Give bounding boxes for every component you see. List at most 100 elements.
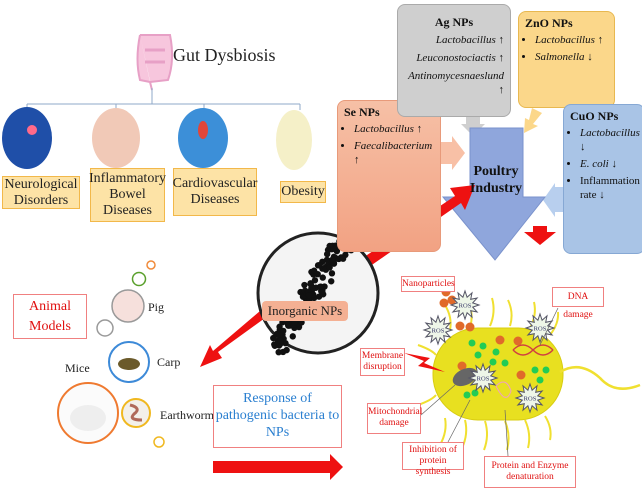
obesity-image	[276, 110, 312, 170]
red-arrow-to-bacteria	[213, 454, 343, 480]
zno-nps-box: ZnO NPs Lactobacillus ↑ Salmonella ↓	[518, 11, 615, 108]
nanoparticle	[495, 335, 505, 345]
cuo-item: E. coli ↓	[580, 157, 638, 171]
heart-icon	[198, 121, 208, 139]
nanoparticle	[316, 262, 323, 269]
flagellum	[549, 311, 560, 336]
ros-burst-icon: ROS	[449, 289, 481, 321]
response-title: Response of pathogenic bacteria to NPs	[213, 385, 342, 448]
worm	[129, 403, 143, 422]
ribosome	[542, 366, 550, 374]
ribosome	[531, 366, 539, 374]
label-dna-damage: DNA damage	[552, 287, 604, 320]
flagellum	[489, 297, 495, 327]
nanoparticle	[516, 370, 526, 380]
mouse	[70, 405, 106, 431]
nanoparticle	[317, 283, 325, 290]
ribosome	[489, 358, 497, 366]
nanoparticle	[455, 321, 465, 331]
nanoparticle	[311, 277, 319, 284]
intestine-icon	[136, 34, 174, 91]
flagellum	[483, 420, 488, 451]
ribosome	[479, 342, 487, 350]
cuo-nps-title: CuO NPs	[570, 109, 619, 123]
carp-fish	[118, 358, 140, 370]
cuo-nps-box: CuO NPs Lactobacillus ↓ E. coli ↓ Inflamma…	[563, 104, 642, 254]
ribosome	[474, 351, 482, 359]
ros-burst-icon: ROS	[514, 382, 546, 414]
nanoparticle	[280, 327, 287, 335]
zno-arrow	[524, 108, 542, 133]
ros-label: ROS	[534, 326, 547, 333]
nanoparticle	[279, 348, 287, 356]
zno-nps-title: ZnO NPs	[525, 16, 573, 30]
cuo-item: Lactobacillus ↓	[580, 126, 640, 154]
decor-circle	[96, 319, 114, 337]
se-arrow	[441, 136, 465, 170]
nanoparticle	[310, 267, 318, 274]
nanoparticle	[328, 278, 335, 285]
se-item: Lactobacillus ↑	[354, 122, 434, 136]
ag-nps-box: Ag NPs Lactobacillus ↑ Leuconostociactis…	[397, 4, 511, 117]
nanoparticle	[326, 264, 333, 271]
flagellum	[507, 299, 513, 327]
earthworm-label: Earthworm	[160, 408, 214, 422]
brain-image	[2, 107, 52, 169]
ribosome	[471, 389, 479, 397]
nanoparticle	[319, 274, 326, 281]
disease-ibd: Inflammatory Bowel Diseases	[89, 168, 166, 222]
brain-highlight	[27, 125, 37, 135]
disease-obesity: Obesity	[280, 181, 326, 203]
label-membrane-disruption: Membrane disruption	[360, 348, 405, 376]
nanoparticle	[329, 256, 336, 263]
mice-label: Mice	[65, 361, 90, 375]
ros-label: ROS	[477, 376, 490, 383]
carp-label: Carp	[157, 355, 181, 369]
ros-label: ROS	[432, 328, 445, 335]
label-nanoparticles: Nanoparticles	[401, 276, 455, 292]
nanoparticle	[465, 322, 475, 332]
zno-item: Lactobacillus ↑	[535, 33, 608, 47]
zno-item: Salmonella ↓	[535, 50, 608, 64]
tree-connector	[26, 88, 301, 110]
ag-item: Leuconostociactis ↑	[416, 52, 504, 64]
ribosome	[468, 339, 476, 347]
bacterium-illustration	[417, 287, 641, 451]
ribosome	[492, 348, 500, 356]
nanoparticle	[339, 255, 347, 262]
disease-cardiovascular: Cardiovascular Diseases	[173, 168, 257, 216]
ros-burst-icon: ROS	[422, 314, 454, 346]
se-nps-title: Se NPs	[344, 105, 380, 119]
animal-models-title: Animal Models	[13, 294, 87, 339]
ros-label: ROS	[524, 396, 537, 403]
nanoparticle	[282, 339, 289, 347]
nanoparticle	[457, 361, 467, 371]
ag-nps-title: Ag NPs	[434, 15, 474, 29]
decor-circle	[146, 260, 156, 270]
flagellum	[417, 344, 437, 356]
nanoparticle	[291, 319, 298, 327]
se-item: Faecalibacterium ↑	[354, 139, 434, 167]
nanoparticle	[305, 291, 313, 299]
cuo-item: Inflammation rate ↓	[580, 174, 640, 202]
ag-arrow	[461, 117, 485, 136]
ag-item: Lactobacillus ↑	[435, 34, 504, 46]
gut-dysbiosis-title: Gut Dysbiosis	[173, 45, 276, 65]
nanoparticle	[277, 337, 284, 345]
decor-circle	[131, 271, 147, 287]
nanoparticle	[330, 245, 337, 252]
ros-label: ROS	[459, 303, 472, 310]
nanoparticle	[323, 250, 331, 258]
flagellum	[444, 304, 452, 331]
disease-neurological: Neurological Disorders	[2, 176, 80, 209]
poultry-industry-label: Poultry Industry	[469, 164, 523, 196]
ros-burst-icon: ROS	[467, 362, 499, 394]
nanoparticle	[289, 333, 296, 340]
flagellum	[544, 415, 552, 441]
label-mitochondrial-damage: Mitochondrial damage	[367, 403, 422, 434]
small-down-arrow	[524, 226, 556, 245]
label-protein-synthesis: Inhibition of protein synthesis	[402, 442, 464, 477]
cuo-arrow	[543, 183, 563, 217]
flagellum	[524, 419, 531, 449]
